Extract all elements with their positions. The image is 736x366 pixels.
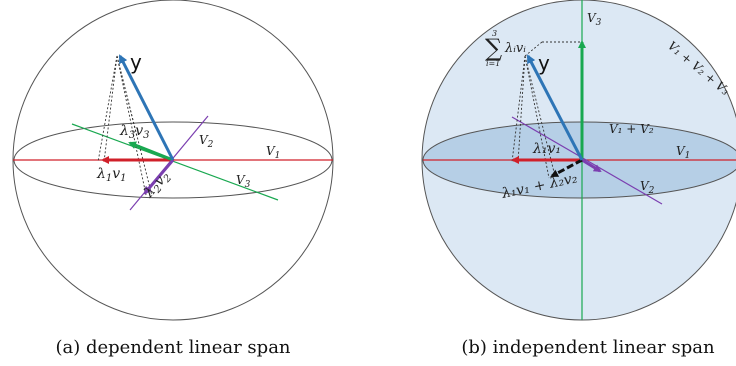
svg-text:λᵢvᵢ: λᵢvᵢ [504, 41, 526, 56]
panel-b-caption: (b) independent linear span [461, 337, 715, 358]
panel-b-v2-axis [511, 116, 663, 205]
panel-a-v2-label: V2 [199, 133, 214, 150]
panel-a-v3-label: V3 [236, 173, 251, 190]
panel-b-lambda2-v2-arrow [581, 158, 602, 173]
panel-b-v1-plus-v2-label: V₁ + V₂ [609, 122, 654, 136]
panel-a-lambda3-v3-arrow [128, 141, 174, 162]
panel-a-y-arrow [118, 54, 175, 161]
panel-a-projection-lines [97, 55, 153, 197]
panel-b-projection-lines [511, 41, 582, 179]
svg-text:i=1: i=1 [486, 59, 500, 68]
svg-text:3: 3 [492, 29, 497, 38]
panel-a-lambda2-v2-arrow [143, 159, 175, 195]
panel-a-v3-axis [71, 123, 279, 201]
panel-a-v1-label: V1 [266, 144, 280, 161]
panel-a-caption: (a) dependent linear span [55, 337, 290, 358]
panel-b-v1-label: V1 [676, 144, 690, 161]
panel-b-independent-span: y V3 V1 V2 V₁ + V₂ V₁ + V₂ + V₃ ∑ 3 i=1 … [421, 0, 736, 358]
panel-b-v3-label: V3 [587, 11, 602, 28]
panel-a-lambda3-v3-label: λ3v3 [119, 123, 150, 141]
panel-a-lambda2-v2-label: λ2v2 [140, 168, 174, 203]
panel-b-lambda1-v1-label: λ₁v₁ [532, 141, 561, 157]
panel-b-y-arrow [526, 54, 584, 161]
panel-b-v2-label: V2 [640, 179, 655, 196]
panel-b-sum-label: ∑ 3 i=1 λᵢvᵢ [485, 29, 526, 68]
panel-a-y-label: y [130, 50, 142, 74]
panel-b-y-label: y [538, 51, 550, 75]
panel-a-lambda1-v1-label: λ1v1 [96, 166, 127, 184]
panel-b-combination-arrow [550, 158, 583, 178]
panel-a-dependent-span: y V1 V2 V3 λ3v3 λ1v1 λ2v2 (a) dependent … [12, 0, 334, 358]
svg-text:∑: ∑ [485, 34, 502, 62]
